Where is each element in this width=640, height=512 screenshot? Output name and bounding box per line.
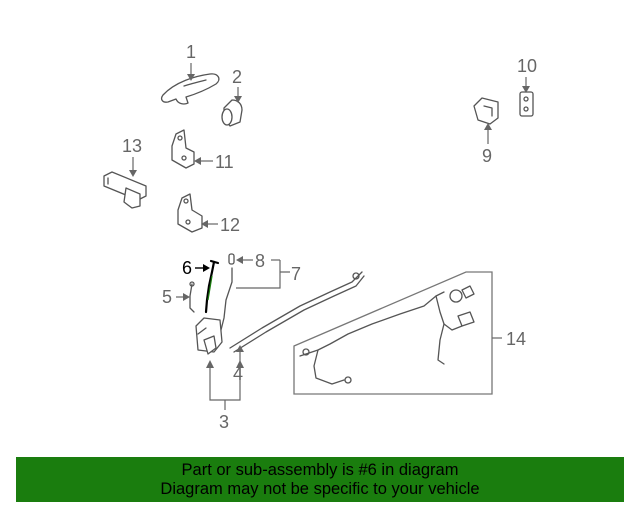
part-1-outside-handle <box>161 73 220 105</box>
callout-12: 12 <box>220 215 240 235</box>
part-4-cable <box>229 271 365 353</box>
callout-4: 4 <box>233 364 243 384</box>
callout-5: 5 <box>162 287 172 307</box>
callout-7: 7 <box>291 264 301 284</box>
part-6-lock-rod-highlighted <box>204 259 220 314</box>
part-3-latch <box>195 317 223 355</box>
callout-10: 10 <box>517 56 537 76</box>
callout-11: 11 <box>215 152 234 172</box>
callout-2: 2 <box>232 67 242 87</box>
banner-line-2: Diagram may not be specific to your vehi… <box>160 480 480 498</box>
banner-line-1: Part or sub-assembly is #6 in diagram <box>181 461 459 479</box>
callout-3: 3 <box>219 412 229 432</box>
callout-6: 6 <box>182 258 192 278</box>
part-8-clip <box>228 253 235 265</box>
callout-8: 8 <box>255 251 265 271</box>
part-9-striker <box>473 97 499 125</box>
part-14-wiring-harness <box>293 271 493 395</box>
part-10-striker-plate <box>519 91 534 117</box>
part-2-lock-cylinder <box>221 99 243 127</box>
part-13-door-check <box>103 171 147 209</box>
callout-13: 13 <box>122 136 142 156</box>
info-banner: Part or sub-assembly is #6 in diagram Di… <box>16 457 624 502</box>
part-12-lower-hinge <box>177 193 203 233</box>
part-5-rod <box>189 281 195 313</box>
callout-14: 14 <box>506 329 526 349</box>
callout-9: 9 <box>482 146 492 166</box>
callout-1: 1 <box>186 42 196 62</box>
part-7-rod <box>219 267 233 335</box>
part-11-upper-hinge <box>171 129 195 169</box>
